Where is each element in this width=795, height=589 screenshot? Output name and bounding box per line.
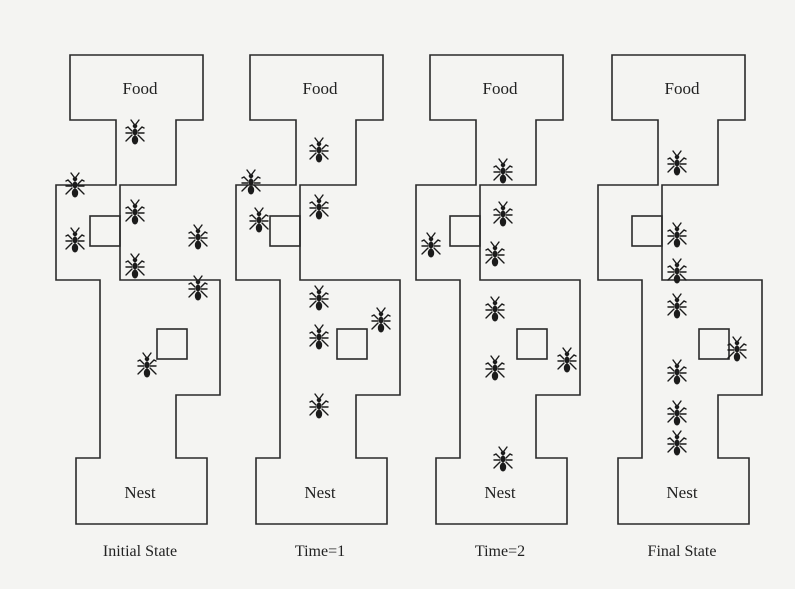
ant-icon [668, 431, 686, 456]
corridor-outline [598, 55, 762, 524]
ant-icon [728, 337, 746, 362]
obstacle-upper [90, 216, 120, 246]
panel-caption: Initial State [103, 543, 177, 560]
ant-icon [494, 202, 512, 227]
ant-icon [310, 325, 328, 350]
obstacle-lower [517, 329, 547, 359]
ant-icon [486, 297, 504, 322]
ant-icon [126, 254, 144, 279]
food-label: Food [123, 79, 158, 98]
ant-icon [242, 170, 260, 195]
nest-label: Nest [666, 483, 697, 502]
panel-caption: Final State [648, 543, 717, 560]
nest-label: Nest [304, 483, 335, 502]
obstacle-upper [270, 216, 300, 246]
obstacle-upper [450, 216, 480, 246]
ant-icon [250, 208, 268, 233]
ant-icon [668, 151, 686, 176]
ant-icon [668, 401, 686, 426]
ant-icon [310, 286, 328, 311]
nest-label: Nest [484, 483, 515, 502]
corridor-outline [416, 55, 580, 524]
obstacle-upper [632, 216, 662, 246]
ant-icon [138, 353, 156, 378]
ant-icon [310, 138, 328, 163]
ant-icon [668, 360, 686, 385]
panel-caption: Time=2 [475, 543, 525, 560]
food-label: Food [303, 79, 338, 98]
ant-icon [558, 348, 576, 373]
food-label: Food [483, 79, 518, 98]
ant-icon [668, 294, 686, 319]
ant-icon [372, 308, 390, 333]
obstacle-lower [337, 329, 367, 359]
ant-icon [486, 242, 504, 267]
ant-icon [310, 394, 328, 419]
ant-icon [486, 356, 504, 381]
panel-caption: Time=1 [295, 543, 345, 560]
ant-icon [310, 195, 328, 220]
obstacle-lower [699, 329, 729, 359]
obstacle-lower [157, 329, 187, 359]
ant-icon [66, 228, 84, 253]
ant-icon [189, 225, 207, 250]
ant-icon [126, 200, 144, 225]
ant-icon [422, 233, 440, 258]
ant-icon [668, 223, 686, 248]
food-label: Food [665, 79, 700, 98]
nest-label: Nest [124, 483, 155, 502]
ant-icon [126, 120, 144, 145]
ant-icon [494, 447, 512, 472]
ant-icon [494, 159, 512, 184]
